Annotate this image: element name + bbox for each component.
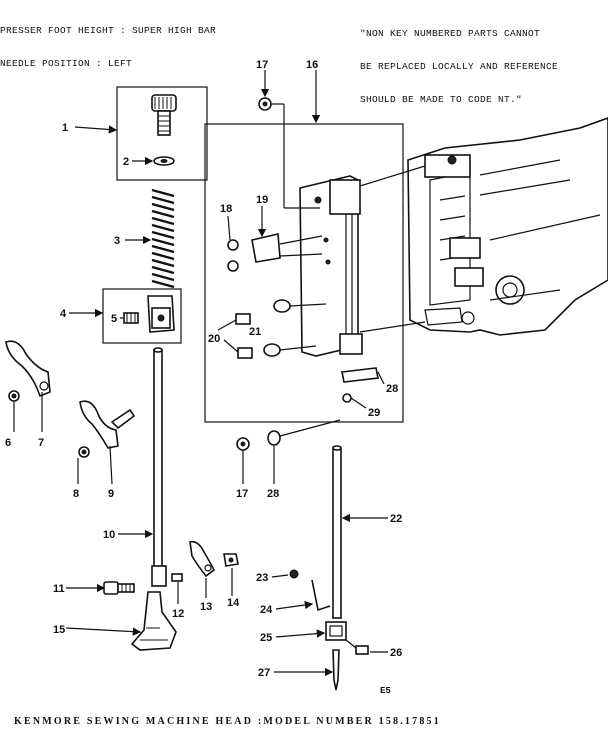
callout-numbers: 1 2 3 4 5 6 7 8 9 10 11 12 13 14 15 16 1… [5, 59, 402, 679]
callout-1: 1 [62, 122, 68, 134]
part-12-set-screw [171, 573, 183, 582]
part-25-needle-clamp [325, 621, 347, 641]
part-19-thread-guide [251, 233, 281, 263]
callout-4: 4 [60, 308, 67, 320]
callout-20: 20 [208, 333, 220, 345]
callout-19: 19 [256, 194, 268, 206]
part-17-screw-upper [258, 97, 272, 111]
part-28-thread-guide-upper [341, 367, 379, 383]
callout-24: 24 [260, 604, 273, 616]
header-right-notes: "NON KEY NUMBERED PARTS CANNOT BE REPLAC… [360, 6, 558, 116]
footer-caption: KENMORE SEWING MACHINE HEAD :MODEL NUMBE… [14, 716, 441, 727]
presser-foot-height-note: PRESSER FOOT HEIGHT : SUPER HIGH BAR [0, 25, 217, 36]
non-key-parts-note-line-3: SHOULD BE MADE TO CODE NT." [360, 94, 523, 105]
callout-28-upper: 28 [386, 383, 398, 395]
part-15-presser-foot [130, 591, 177, 651]
part-9-presser-bar-lifter-cam [79, 400, 136, 449]
part-14-nut [223, 553, 239, 567]
part-6-lifter-screw [8, 390, 20, 402]
callout-22: 22 [390, 513, 402, 525]
part-10-presser-bar [153, 347, 163, 581]
callout-28-lower: 28 [267, 488, 279, 500]
callout-21: 21 [249, 326, 261, 338]
callout-16: 16 [306, 59, 318, 71]
callout-5: 5 [111, 313, 117, 325]
callout-27: 27 [258, 667, 270, 679]
callout-6: 6 [5, 437, 11, 449]
needle-position-note: NEEDLE POSITION : LEFT [0, 58, 133, 69]
non-key-parts-note-line-2: BE REPLACED LOCALLY AND REFERENCE [360, 61, 559, 72]
callout-8: 8 [73, 488, 79, 500]
part-24-thread-guide-wire [311, 579, 331, 612]
part-18-thread-guide-screws [227, 239, 239, 272]
part-21-washers [263, 299, 291, 357]
callout-14: 14 [227, 597, 240, 609]
callout-3: 3 [114, 235, 120, 247]
callout-7: 7 [38, 437, 44, 449]
callout-13: 13 [200, 601, 212, 613]
part-27-needle [332, 649, 340, 691]
machine-head-casting [407, 117, 608, 336]
part-28-washer-lower [267, 430, 281, 446]
part-23-set-screw [289, 569, 299, 579]
part-1-pressure-regulating-screw [116, 86, 208, 181]
part-2-washer [153, 156, 175, 166]
callout-9: 9 [108, 488, 114, 500]
callout-11: 11 [53, 583, 65, 595]
callout-25: 25 [260, 632, 272, 644]
callout-17-lower: 17 [236, 488, 248, 500]
part-5-bracket-screw [123, 312, 139, 324]
header-left-notes: PRESSER FOOT HEIGHT : SUPER HIGH BAR NEE… [0, 3, 216, 80]
part-22-needle-bar [332, 445, 342, 619]
presser-bar-collar [151, 565, 167, 587]
non-key-parts-note-line-1: "NON KEY NUMBERED PARTS CANNOT [360, 28, 541, 39]
diagram-code: E5 [380, 686, 391, 696]
part-7-presser-bar-lifter [5, 340, 51, 398]
callout-26: 26 [390, 647, 402, 659]
callout-2: 2 [123, 156, 129, 168]
callout-12: 12 [172, 608, 184, 620]
part-16-needle-bar-assembly-box [204, 123, 404, 423]
part-8-cam-screw [78, 446, 90, 458]
callout-10: 10 [103, 529, 115, 541]
part-4-presser-bar-guide-bracket [102, 288, 182, 344]
callout-23: 23 [256, 572, 268, 584]
part-13-presser-lifter-link [189, 540, 216, 578]
part-29-screw [342, 393, 352, 403]
part-11-thumb-screw [103, 581, 135, 595]
callout-17-upper: 17 [256, 59, 268, 71]
part-20-screws [235, 313, 253, 359]
part-17-screw-lower [236, 437, 250, 451]
part-3-presser-bar-spring [151, 188, 175, 289]
callout-18: 18 [220, 203, 232, 215]
leader-lines [13, 70, 426, 677]
part-26-needle-clamp-screw [355, 645, 369, 655]
callout-15: 15 [53, 624, 65, 636]
callout-29: 29 [368, 407, 380, 419]
